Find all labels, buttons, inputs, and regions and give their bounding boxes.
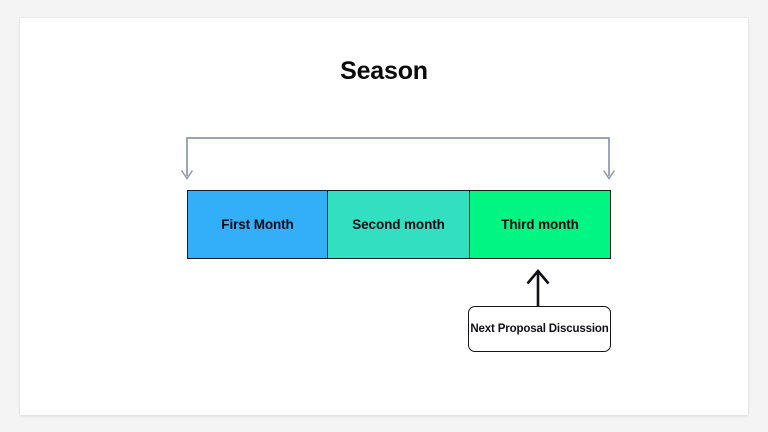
timeline-segment-third-month[interactable]: Third month [469, 191, 610, 258]
season-span-bracket-icon [180, 137, 616, 180]
timeline-segment-second-month[interactable]: Second month [327, 191, 469, 258]
timeline-segment-label: Third month [501, 217, 579, 232]
callout-up-arrow-icon [526, 268, 550, 310]
timeline-row: First Month Second month Third month [187, 190, 611, 259]
timeline-segment-first-month[interactable]: First Month [188, 191, 327, 258]
callout-label: Next Proposal Discussion [470, 323, 609, 335]
slide-canvas: Season First Month Second month Third mo… [20, 18, 748, 415]
timeline-segment-label: Second month [352, 217, 445, 232]
page-title: Season [340, 57, 428, 85]
timeline-segment-label: First Month [221, 217, 294, 232]
callout-box[interactable]: Next Proposal Discussion [468, 306, 611, 352]
